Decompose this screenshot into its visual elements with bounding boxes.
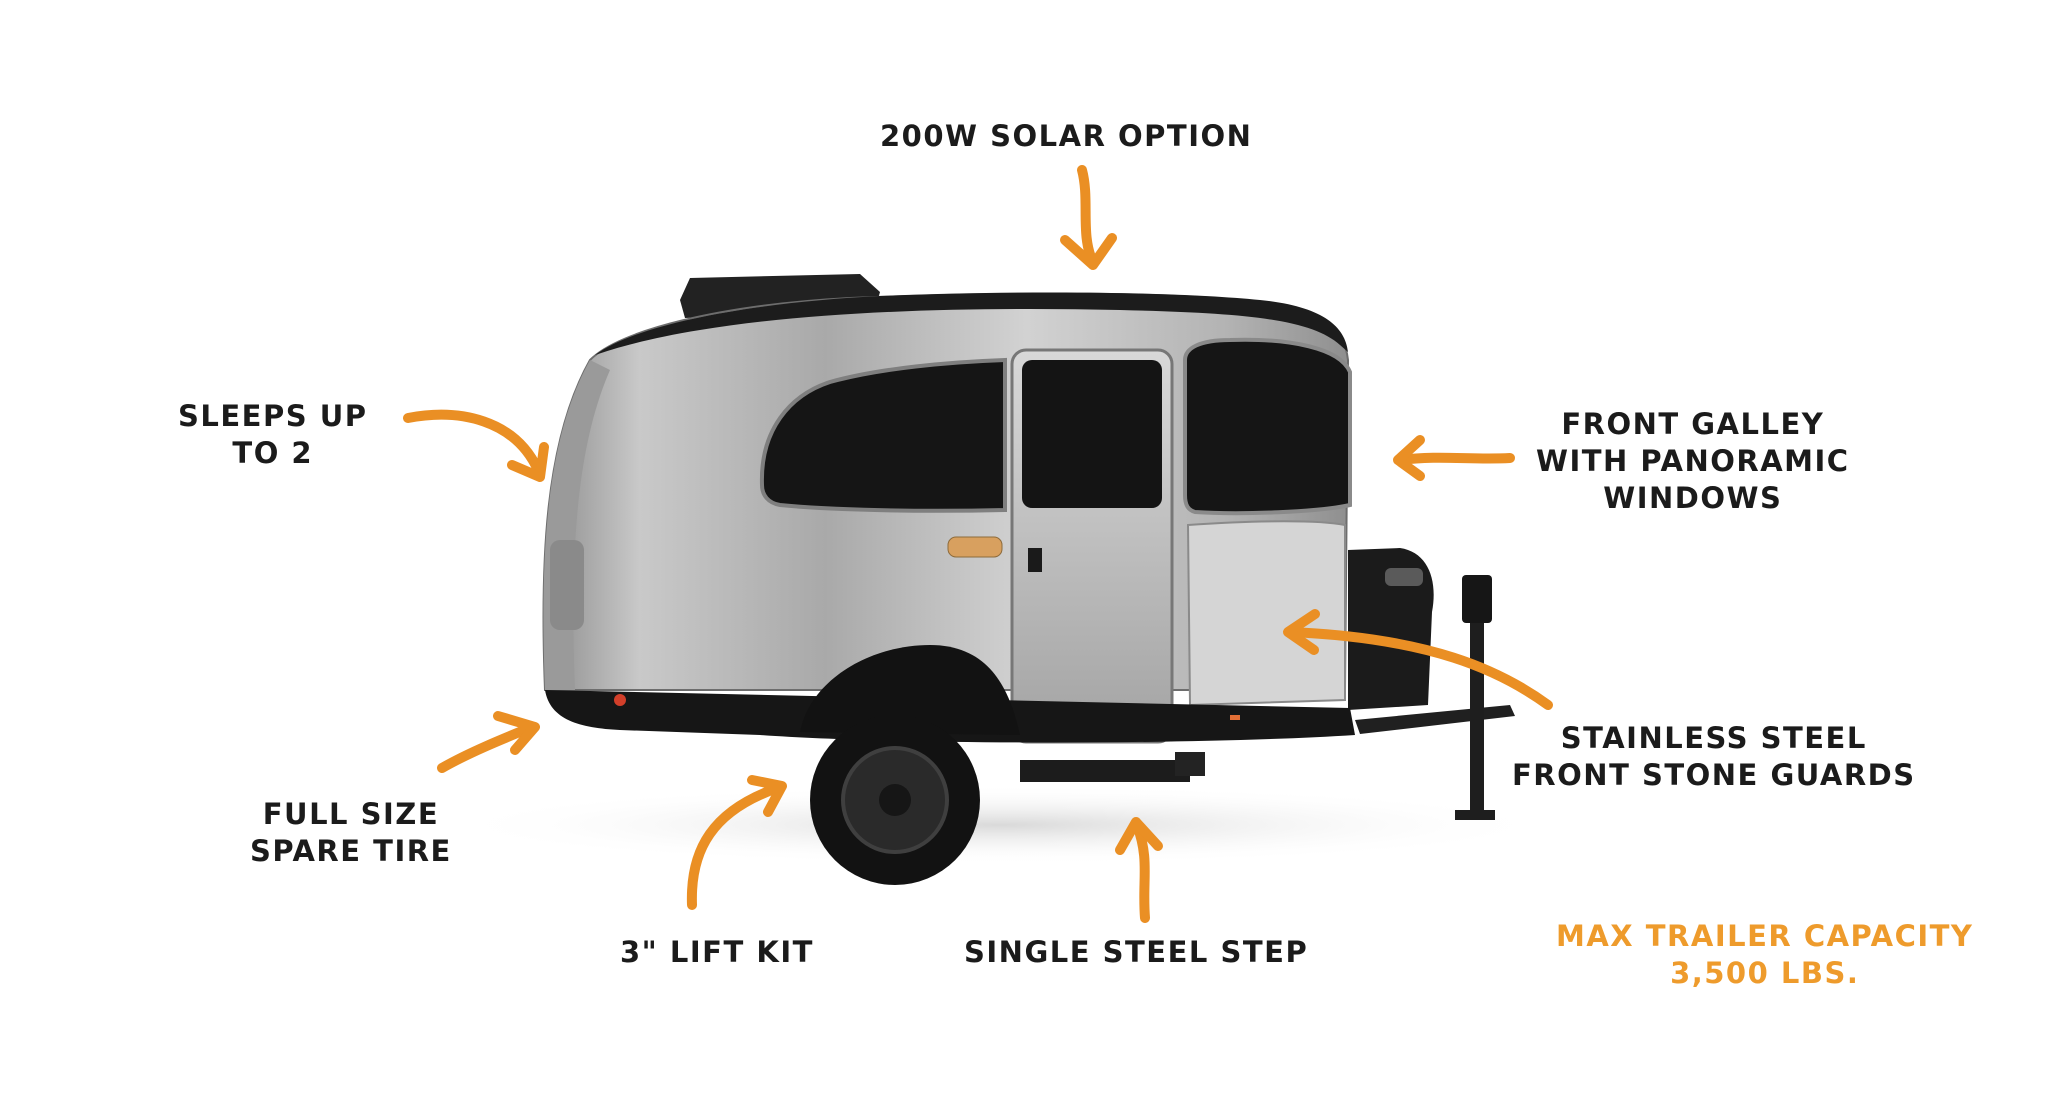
fender: [800, 645, 1020, 735]
label-solar-text: 200W SOLAR OPTION: [880, 119, 1253, 153]
arrow-stone-guards: [1283, 609, 1553, 710]
jack-foot: [1455, 810, 1495, 820]
marker-light: [1230, 715, 1240, 720]
wheel-hub: [879, 784, 911, 816]
arrow-solar: [1060, 165, 1117, 270]
label-spare-tire: FULL SIZE SPARE TIRE: [250, 796, 452, 870]
label-spare-line1: FULL SIZE: [262, 797, 440, 831]
arrow-spare: [437, 711, 540, 773]
label-sleeps-line1: SLEEPS UP: [178, 399, 368, 433]
label-max-capacity: MAX TRAILER CAPACITY 3,500 LBS.: [1556, 918, 1973, 992]
front-storage-box: [1348, 548, 1434, 710]
label-galley-line2: WITH PANORAMIC: [1536, 444, 1850, 478]
rear-light: [550, 540, 584, 630]
front-window: [1183, 337, 1352, 516]
label-stone-guards: STAINLESS STEEL FRONT STONE GUARDS: [1512, 720, 1916, 794]
label-stone-line2: FRONT STONE GUARDS: [1512, 758, 1916, 792]
door-window: [1022, 360, 1162, 508]
door-handle: [1028, 548, 1042, 572]
arrow-sleeps: [403, 409, 549, 482]
arrow-galley: [1393, 435, 1515, 481]
side-window: [759, 357, 1007, 513]
stone-guard-panel: [1186, 520, 1346, 707]
label-galley-line1: FRONT GALLEY: [1561, 407, 1825, 441]
label-solar-option: 200W SOLAR OPTION: [880, 118, 1252, 155]
label-spare-line2: SPARE TIRE: [250, 834, 452, 868]
label-capacity-line1: MAX TRAILER CAPACITY: [1556, 919, 1974, 953]
label-lift-text: 3" LIFT KIT: [620, 935, 814, 969]
arrow-lift-kit: [686, 775, 787, 910]
label-capacity-line2: 3,500 LBS.: [1670, 956, 1860, 990]
roof-trim: [595, 292, 1348, 355]
label-step-text: SINGLE STEEL STEP: [964, 935, 1309, 969]
label-stone-line1: STAINLESS STEEL: [1560, 721, 1867, 755]
trailer-tongue: [1355, 705, 1515, 734]
tongue-jack: [1470, 590, 1484, 820]
label-front-galley: FRONT GALLEY WITH PANORAMIC WINDOWS: [1536, 406, 1850, 517]
label-sleeps-line2: TO 2: [232, 436, 314, 470]
label-sleeps: SLEEPS UP TO 2: [178, 398, 368, 472]
arrow-step: [1115, 817, 1163, 923]
entry-step: [1020, 760, 1190, 782]
label-single-step: SINGLE STEEL STEP: [964, 934, 1308, 971]
ground-shadow: [440, 785, 1560, 865]
label-galley-line3: WINDOWS: [1603, 481, 1783, 515]
step-bracket: [1175, 752, 1205, 776]
jack-motor: [1462, 575, 1492, 623]
label-lift-kit: 3" LIFT KIT: [620, 934, 814, 971]
tail-light: [614, 694, 626, 706]
storage-box-lid-light: [1385, 568, 1423, 586]
basecamp-badge: [947, 536, 1003, 558]
